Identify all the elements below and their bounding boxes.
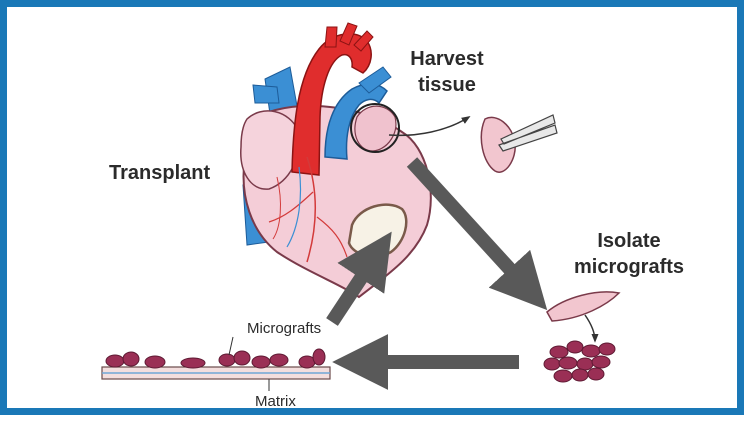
label-matrix: Matrix	[255, 393, 296, 410]
micrograft	[559, 357, 577, 369]
micrograft	[554, 370, 572, 382]
matrix-illustration	[102, 337, 330, 391]
micrograft	[123, 352, 139, 366]
micrograft	[582, 345, 600, 357]
micrograft	[592, 356, 610, 368]
matrix-micrografts	[106, 349, 325, 368]
heart-illustration	[241, 23, 431, 297]
micrograft	[588, 368, 604, 380]
micrograft	[106, 355, 124, 367]
micrograft	[270, 354, 288, 366]
micrograft	[544, 358, 560, 370]
isolated-micrografts-illustration	[544, 292, 619, 382]
micrograft	[234, 351, 250, 365]
label-harvest-line1: Harvest	[410, 48, 484, 70]
label-harvest-line2: tissue	[418, 74, 476, 96]
micrograft	[567, 341, 583, 353]
label-isolate-line2: micrografts	[574, 256, 684, 278]
micrograft	[572, 369, 588, 381]
pulmonary-vein-left	[253, 85, 279, 103]
micrograft	[313, 349, 325, 365]
micrograft	[599, 343, 615, 355]
isolate-pointer-arrow	[585, 315, 595, 341]
micrograft	[181, 358, 205, 368]
aortic-branch-1	[325, 27, 337, 47]
micrografts-pointer	[229, 337, 233, 355]
label-isolate-line1: Isolate	[597, 230, 660, 252]
micrograft	[550, 346, 568, 358]
micrograft-cluster	[544, 341, 615, 382]
label-transplant: Transplant	[109, 162, 210, 184]
micrograft	[252, 356, 270, 368]
micrograft	[577, 358, 593, 370]
isolated-tissue-slice	[547, 292, 619, 321]
diagram-canvas: Transplant Harvest tissue Isolate microg…	[7, 7, 744, 422]
micrograft	[219, 354, 235, 366]
micrograft	[145, 356, 165, 368]
label-micrografts: Micrografts	[247, 320, 321, 337]
